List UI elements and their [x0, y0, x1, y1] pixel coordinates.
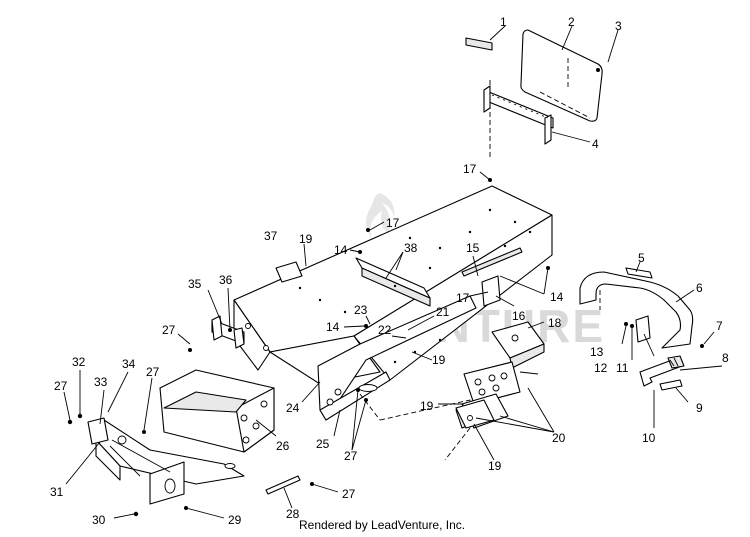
- callout-34: 34: [122, 357, 136, 371]
- mount-bracket: [483, 80, 554, 160]
- callout-27-center: 27: [344, 449, 358, 463]
- callout-10: 10: [642, 431, 656, 445]
- handle-6: [579, 271, 694, 349]
- callout-11: 11: [616, 361, 629, 375]
- front-frame: [87, 369, 275, 505]
- callout-30: 30: [92, 513, 106, 527]
- callout-26: 26: [276, 439, 290, 453]
- arm-10: [639, 355, 685, 387]
- pad-9: [659, 379, 683, 391]
- callout-25: 25: [316, 437, 330, 451]
- grip-5: [625, 267, 653, 279]
- callout-5: 5: [638, 251, 645, 265]
- callout-19-bottom: 19: [488, 459, 502, 473]
- callout-22: 22: [378, 323, 392, 337]
- callout-3: 3: [615, 19, 622, 33]
- callout-6: 6: [696, 281, 703, 295]
- callout-31: 31: [50, 485, 64, 499]
- callout-7: 7: [716, 319, 723, 333]
- main-frame: [233, 185, 553, 385]
- callout-32: 32: [72, 355, 86, 369]
- callout-labels: 1 2 3 4 17 17 37 19 14 38 15 14 17 16 5 …: [50, 15, 729, 527]
- callout-14-left: 14: [326, 320, 340, 334]
- callout-16: 16: [512, 309, 526, 323]
- callout-38: 38: [404, 241, 418, 255]
- callout-19-top: 19: [299, 232, 313, 246]
- callout-27-mid: 27: [146, 365, 160, 379]
- callout-27-upper: 27: [162, 323, 176, 337]
- decal-strip: [465, 37, 493, 51]
- callout-4: 4: [592, 137, 599, 151]
- callout-17-mid: 17: [386, 216, 400, 230]
- callout-33: 33: [94, 375, 108, 389]
- callout-35: 35: [188, 277, 202, 291]
- callout-21: 21: [436, 305, 450, 319]
- callout-1: 1: [500, 15, 507, 29]
- lower-frame-channel: [317, 295, 477, 461]
- callout-17-top: 17: [463, 162, 477, 176]
- callout-28: 28: [286, 507, 300, 521]
- callout-15: 15: [466, 241, 480, 255]
- hinge-11: [635, 315, 651, 343]
- callout-8: 8: [722, 351, 729, 365]
- callout-37: 37: [264, 229, 278, 243]
- callout-19-lower: 19: [420, 399, 434, 413]
- leader-lines: [63, 25, 723, 519]
- pad-37: [275, 261, 303, 283]
- bracket-35: [211, 315, 245, 349]
- bracket-18: [491, 321, 545, 369]
- callout-12: 12: [594, 361, 608, 375]
- callout-36: 36: [219, 273, 233, 287]
- callout-27-bottom: 27: [342, 487, 356, 501]
- bracket-28: [265, 475, 301, 495]
- callout-27-left: 27: [54, 379, 68, 393]
- bracket-19a: [463, 361, 521, 405]
- callout-2: 2: [568, 15, 575, 29]
- callout-24: 24: [286, 401, 300, 415]
- callout-13: 13: [590, 345, 604, 359]
- callout-14-right: 14: [550, 290, 564, 304]
- callout-20: 20: [552, 431, 566, 445]
- render-credit: Rendered by LeadVenture, Inc.: [299, 518, 466, 532]
- callout-14-top: 14: [334, 243, 348, 257]
- bracket-19c: [455, 399, 495, 429]
- callout-19-center: 19: [432, 353, 446, 367]
- callout-18: 18: [548, 316, 562, 330]
- instrument-plate: [520, 29, 603, 122]
- callout-23: 23: [354, 303, 368, 317]
- callout-29: 29: [228, 513, 242, 527]
- callout-17-lower: 17: [456, 291, 470, 305]
- callout-9: 9: [696, 401, 703, 415]
